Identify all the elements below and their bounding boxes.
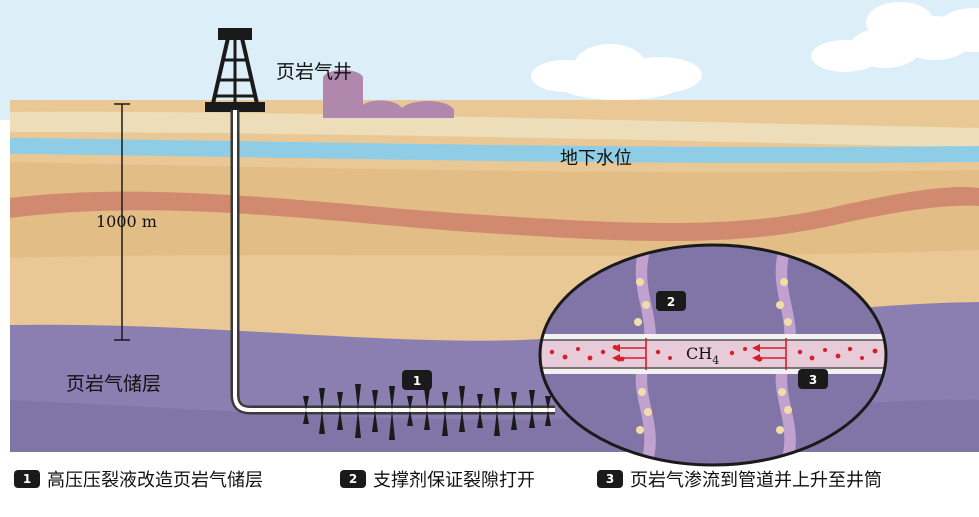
well-label: 页岩气井 — [276, 61, 352, 83]
magnified-view — [540, 245, 886, 465]
badge-1-diagram: 1 — [402, 370, 432, 390]
silos — [323, 70, 454, 118]
badge-1-text: 1 — [413, 374, 421, 388]
water-table-label: 地下水位 — [560, 148, 632, 169]
gas-label: CH4 — [686, 344, 719, 367]
badge-2-text: 2 — [667, 295, 675, 309]
legend-badge-3: 3 — [597, 470, 623, 488]
clouds — [531, 2, 979, 100]
legend-text-2: 支撑剂保证裂隙打开 — [373, 470, 535, 491]
legend-badge-2: 2 — [340, 470, 366, 488]
wellbore-inner — [233, 110, 555, 412]
surface-layer — [10, 111, 979, 148]
legend-item-3: 3 页岩气渗流到管道并上升至井筒 — [597, 466, 882, 492]
drilling-derrick — [205, 28, 265, 112]
gas-formula: CH — [686, 344, 712, 363]
legend: 1 高压压裂液改造页岩气储层 2 支撑剂保证裂隙打开 3 页岩气渗流到管道并上升… — [0, 452, 979, 510]
legend-badge-1: 1 — [14, 470, 40, 488]
depth-label: 1000 m — [96, 212, 157, 231]
fractures — [303, 384, 551, 440]
magnifier-ring — [538, 243, 888, 467]
reservoir-label: 页岩气储层 — [66, 373, 161, 395]
badge-3-text: 3 — [809, 373, 817, 387]
legend-item-1: 1 高压压裂液改造页岩气储层 — [14, 466, 263, 492]
legend-text-1: 高压压裂液改造页岩气储层 — [47, 470, 263, 491]
legend-item-2: 2 支撑剂保证裂隙打开 — [340, 466, 535, 492]
badge-2-diagram: 2 — [656, 291, 686, 311]
gas-subscript: 4 — [712, 354, 719, 367]
water-table-band — [10, 138, 979, 163]
clay-band — [10, 186, 979, 242]
depth-marker — [114, 103, 130, 341]
legend-text-3: 页岩气渗流到管道并上升至井筒 — [630, 470, 882, 491]
badge-3-diagram: 3 — [798, 369, 828, 389]
